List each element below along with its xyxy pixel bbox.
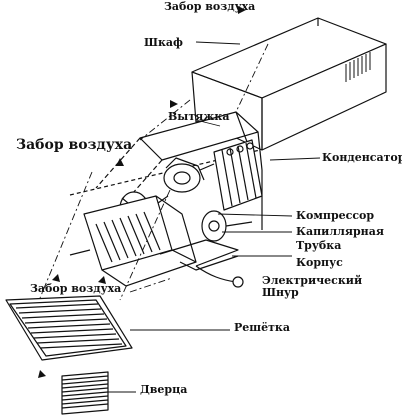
- airflow-arrows: [38, 6, 246, 378]
- label-cabinet: Шкаф: [144, 36, 183, 49]
- label-exhaust: Вытяжка: [168, 110, 230, 123]
- assembly-guides: [39, 43, 269, 301]
- compressor-unit: [201, 210, 253, 242]
- label-compressor: Компрессор: [296, 209, 375, 222]
- evaporator-block: [83, 195, 197, 287]
- condenser-coil: [213, 139, 263, 211]
- label-power-cord: Электрический Шнур: [262, 274, 363, 300]
- label-air-intake-top: Забор воздуха: [164, 0, 256, 13]
- label-air-intake-left: Забор воздуха: [16, 137, 133, 153]
- label-condenser: Конденсатор: [322, 151, 402, 164]
- front-grille: [5, 295, 133, 361]
- leader-lines: [108, 41, 321, 393]
- cabinet-shell: [191, 17, 387, 151]
- label-grille: Решётка: [234, 321, 290, 334]
- label-door: Дверца: [140, 383, 188, 396]
- label-capillary-line2: Трубка: [296, 239, 342, 252]
- access-door: [61, 371, 109, 415]
- label-capillary-line1: Капиллярная: [296, 225, 384, 238]
- cabinet-louvres: [345, 52, 371, 82]
- label-housing: Корпус: [296, 256, 343, 269]
- power-cord: [195, 265, 244, 288]
- label-air-intake-bottom: Забор воздуха: [30, 282, 122, 295]
- base-pan: [159, 239, 239, 271]
